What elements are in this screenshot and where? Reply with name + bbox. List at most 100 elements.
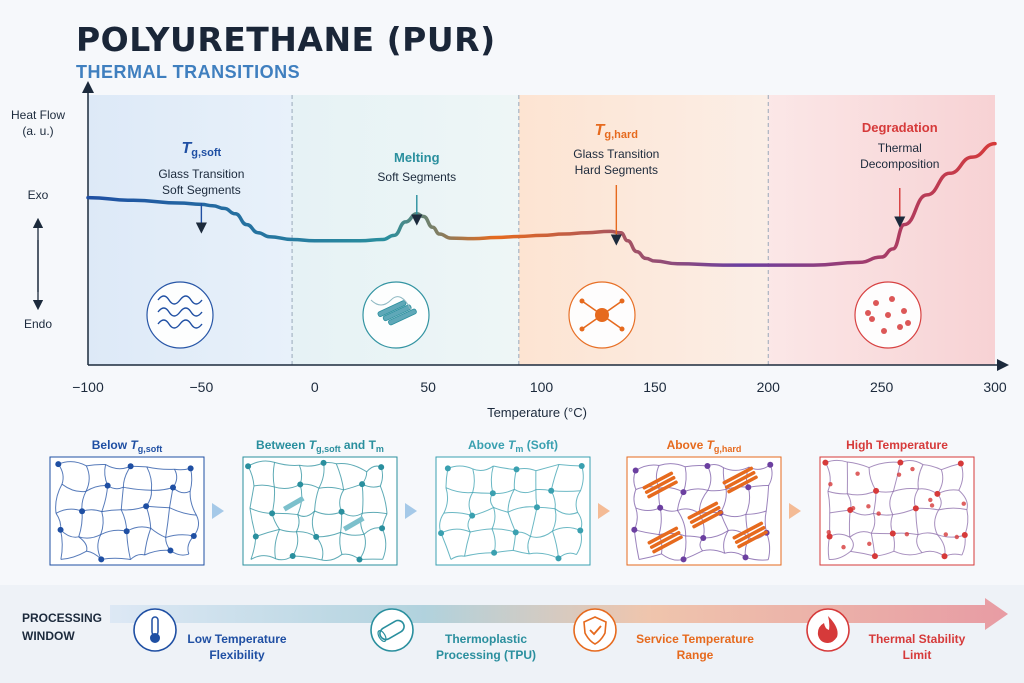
hard-link [581, 314, 603, 330]
hard-segment [644, 475, 676, 494]
network-node [469, 512, 476, 519]
network-node [104, 482, 111, 489]
network-node [934, 490, 941, 497]
crystal-bar [377, 300, 407, 317]
chain-segment [55, 483, 63, 514]
page-subtitle: THERMAL TRANSITIONS [76, 62, 301, 82]
chain-segment [165, 507, 171, 538]
pellet-icon [370, 608, 414, 652]
fragment-dot [928, 497, 933, 503]
network-node [438, 530, 445, 537]
x-tick-label: 100 [530, 379, 554, 395]
network-node [533, 504, 540, 511]
annotation-text: Hard Segments [575, 163, 658, 177]
chain [157, 295, 203, 305]
state-panel: Above Tg,hard [626, 438, 801, 566]
chain-segment [658, 532, 686, 537]
shield [583, 616, 607, 645]
state-label-pre: Above [667, 438, 707, 452]
x-tick-label: 200 [757, 379, 781, 395]
network-node [555, 555, 562, 562]
transition-arrow [789, 503, 801, 519]
hard-segment [722, 466, 754, 485]
chain-segment [85, 465, 90, 492]
chain-segment [314, 488, 320, 512]
network-node [444, 465, 451, 472]
x-tick-label: −50 [190, 379, 214, 395]
network-node [289, 553, 296, 560]
fragment-dot [904, 531, 910, 537]
chain-segment [472, 468, 475, 493]
chain-segment [527, 536, 531, 555]
annotation-text: Thermal [878, 141, 922, 155]
chain-segment [575, 490, 581, 513]
crystal-bar [342, 516, 365, 532]
network-node [897, 459, 904, 466]
fragment-dot [896, 472, 902, 477]
chain-segment [123, 486, 152, 491]
chain-segment [360, 513, 365, 535]
chain-segment [297, 510, 315, 517]
dot [901, 308, 907, 314]
chain-segment [335, 463, 345, 491]
network-node [359, 481, 366, 488]
chain-segment [917, 464, 924, 490]
structure-circles [146, 281, 922, 349]
icon-ring [370, 608, 414, 652]
network-node [313, 533, 320, 540]
annotation-text: Soft Segments [377, 170, 456, 184]
hard-end [579, 326, 585, 332]
processing-window-label: PROCESSING WINDOW [22, 609, 102, 645]
transition-arrow [598, 503, 610, 519]
chain-segment [169, 507, 197, 516]
proc-item-line2: Processing (TPU) [435, 648, 537, 662]
fragment-dot [850, 506, 856, 511]
hard-link [601, 314, 623, 330]
network-node [742, 554, 749, 561]
hard-segment [692, 510, 723, 529]
fragment-dot [827, 533, 832, 539]
state-label: Above Tg,hard [667, 438, 742, 454]
network-node [961, 531, 968, 538]
hard-segment [734, 525, 766, 544]
chain-segment [873, 512, 893, 516]
proc-item-service: Service Temperature Range [630, 631, 760, 663]
hard-segment [737, 530, 768, 549]
crystal-bar [382, 304, 412, 322]
flame [817, 616, 838, 643]
thermometer-icon [133, 608, 177, 652]
y-axis-label-unit: (a. u.) [22, 124, 53, 138]
proc-item-stability: Thermal Stability Limit [852, 631, 982, 663]
x-tick-label: 300 [983, 379, 1007, 395]
chain-segment [362, 511, 388, 515]
network-node [170, 484, 177, 491]
chain-segment [658, 463, 686, 468]
state-label-pre: Below [92, 438, 131, 452]
hard-segment [687, 501, 719, 520]
chain-segment [677, 510, 687, 537]
hard-segment [724, 470, 756, 489]
fragment-dot [943, 532, 948, 537]
chain-segment [272, 462, 276, 488]
chain-segment [530, 530, 553, 538]
chain-segment [827, 491, 831, 513]
network-node [320, 459, 327, 466]
network-node [767, 461, 774, 468]
structure-circle [568, 281, 636, 349]
dot [873, 300, 879, 306]
network-node [631, 526, 638, 533]
circle-outline [146, 281, 214, 349]
hard-segment [649, 530, 681, 549]
proc-item-low-temp: Low Temperature Flexibility [172, 631, 302, 663]
annotation-text: Glass Transition [158, 167, 244, 181]
chain-segment [321, 554, 343, 561]
state-label-pre: Above [468, 438, 508, 452]
state-label-sym: T [707, 438, 716, 452]
chain-segment [870, 513, 876, 534]
annotation-title-main: T [182, 140, 193, 157]
chain-segment [702, 549, 725, 554]
state-label-pre: High Temperature [846, 438, 948, 452]
annotation-title-sub: g,soft [191, 147, 221, 159]
state-label-post: and T [341, 438, 377, 452]
chain-segment [922, 464, 942, 471]
